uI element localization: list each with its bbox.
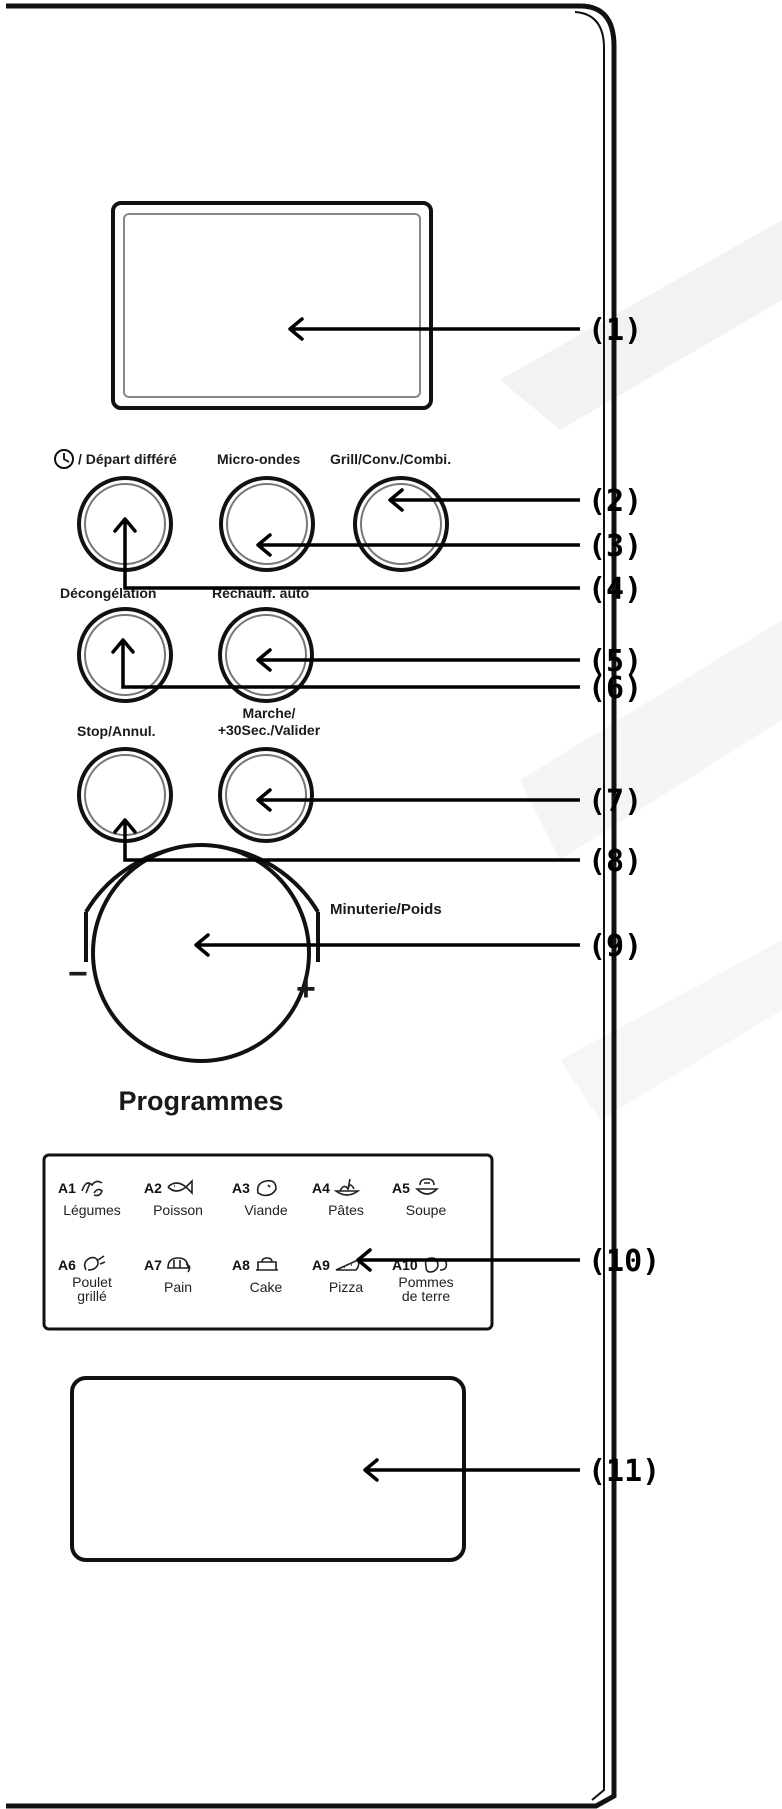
vegetables-icon xyxy=(81,1180,103,1197)
start-label-line2: +30Sec./Valider xyxy=(218,722,321,738)
grill-conv-combi-label: Grill/Conv./Combi. xyxy=(330,451,451,467)
program-code: A9 xyxy=(312,1257,330,1273)
stop-cancel-label: Stop/Annul. xyxy=(77,723,156,739)
callout-11: (11) xyxy=(588,1454,660,1489)
callout-9: (9) xyxy=(588,929,642,964)
knob-minus-sign: − xyxy=(68,955,88,993)
pasta-icon xyxy=(333,1178,361,1196)
panel-outline xyxy=(6,3,617,1809)
chicken-icon xyxy=(83,1255,106,1271)
program-name-line-1: Pommes xyxy=(398,1274,453,1290)
meat-icon xyxy=(256,1179,277,1197)
program-code: A3 xyxy=(232,1180,250,1196)
program-code: A1 xyxy=(58,1180,76,1196)
fish-icon xyxy=(167,1179,193,1195)
program-code: A5 xyxy=(392,1180,410,1196)
program-name: Poisson xyxy=(153,1202,203,1218)
programs-panel xyxy=(42,1153,494,1331)
program-name: Pâtes xyxy=(328,1202,364,1218)
knob-plus-sign: + xyxy=(296,970,316,1008)
callout-10: (10) xyxy=(588,1244,660,1279)
soup-icon xyxy=(415,1178,439,1195)
callout-arrows xyxy=(111,317,580,1482)
callout-3: (3) xyxy=(588,529,642,564)
callout-1: (1) xyxy=(588,313,642,348)
program-name-line-1: Poulet xyxy=(72,1274,112,1290)
display-window xyxy=(111,201,433,410)
program-name: Légumes xyxy=(63,1202,121,1218)
program-name: Pain xyxy=(164,1279,192,1295)
microwave-label: Micro-ondes xyxy=(217,451,300,467)
callout-7: (7) xyxy=(588,784,642,819)
program-name: Soupe xyxy=(406,1202,447,1218)
callout-5: (5) xyxy=(588,644,642,679)
program-code: A4 xyxy=(312,1180,330,1196)
knob-label: Minuterie/Poids xyxy=(330,901,442,918)
callout-8: (8) xyxy=(588,844,642,879)
delay-start-label: / Départ différé xyxy=(78,451,177,467)
callout-2: (2) xyxy=(588,484,642,519)
program-name-line-2: de terre xyxy=(402,1288,450,1304)
program-code: A6 xyxy=(58,1257,76,1273)
callout-4: (4) xyxy=(588,572,642,607)
timer-weight-knob[interactable] xyxy=(84,843,320,1063)
program-name: Cake xyxy=(250,1279,283,1295)
microwave-button[interactable] xyxy=(219,476,315,572)
program-code: A8 xyxy=(232,1257,250,1273)
programmes-title: Programmes xyxy=(118,1086,283,1116)
program-name-line-2: grillé xyxy=(77,1288,107,1304)
program-code: A2 xyxy=(144,1180,162,1196)
program-name: Viande xyxy=(244,1202,288,1218)
callout-6: (6) xyxy=(588,671,642,706)
cake-icon xyxy=(256,1257,278,1271)
program-code: A7 xyxy=(144,1257,162,1273)
clock-icon xyxy=(54,449,74,469)
defrost-button[interactable] xyxy=(77,607,173,703)
start-label-line1: Marche/ xyxy=(243,705,296,721)
bread-icon xyxy=(167,1257,191,1273)
program-name: Pizza xyxy=(329,1279,363,1295)
